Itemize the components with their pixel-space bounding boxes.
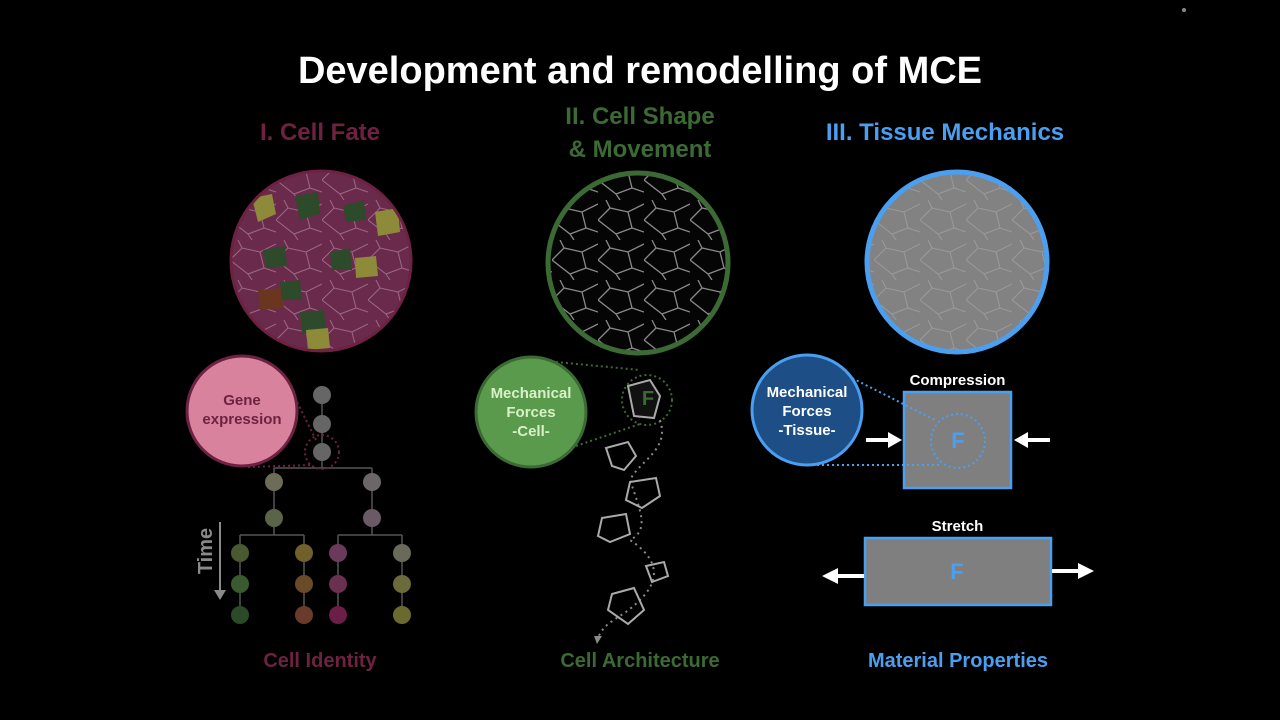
- cell-shape-outline: [626, 378, 662, 420]
- compression-label: Compression: [909, 372, 1006, 389]
- cell-shape-tissue-circle: [545, 170, 731, 356]
- heading-tissue-mechanics: III. Tissue Mechanics: [825, 119, 1065, 146]
- footer-cell-architecture: Cell Architecture: [560, 650, 720, 672]
- stretch-arrow-left: [822, 568, 864, 584]
- mf-tissue-line1: Mechanical: [766, 384, 848, 401]
- mf-cell-line3: -Cell-: [512, 423, 550, 440]
- cell-zoom-line-bottom: [575, 423, 641, 447]
- mechanical-forces-cell-bubble: [474, 355, 588, 469]
- compression-box: [902, 390, 1013, 490]
- mf-tissue-line3: -Tissue-: [778, 422, 836, 439]
- compression-arrow-left: [866, 432, 902, 448]
- footer-material-properties: Material Properties: [867, 650, 1049, 672]
- time-label: Time: [195, 527, 217, 575]
- heading-cell-shape-line2: & Movement: [568, 136, 712, 163]
- cell-highlight-ring: [621, 374, 673, 426]
- migration-arrow-head: [594, 636, 602, 644]
- cell-force-label: F: [641, 388, 655, 410]
- corner-dot: [1182, 8, 1186, 12]
- compression-force-label: F: [951, 428, 965, 453]
- stretch-arrow-right: [1052, 563, 1094, 579]
- mechanical-forces-tissue-label: Mechanical Forces -Tissue-: [752, 383, 862, 440]
- cell-fate-tissue-circle: [229, 169, 413, 353]
- slide-title: Development and remodelling of MCE: [297, 50, 983, 92]
- gene-expression-line2: expression: [202, 411, 282, 428]
- mf-tissue-line2: Forces: [782, 403, 832, 420]
- compression-focus-ring: [930, 413, 986, 469]
- compression-arrow-right: [1014, 432, 1050, 448]
- time-arrow-head: [214, 590, 226, 600]
- mf-cell-line1: Mechanical: [490, 385, 572, 402]
- lineage-nodes: [231, 386, 411, 624]
- tissue-mechanics-circle: [864, 169, 1050, 355]
- mechanical-forces-tissue-bubble: [750, 353, 864, 467]
- mechanical-forces-cell-label: Mechanical Forces -Cell-: [476, 384, 586, 441]
- gene-node-highlight: [304, 434, 340, 470]
- stretch-label: Stretch: [931, 518, 984, 535]
- heading-cell-shape: II. Cell Shape & Movement: [500, 100, 780, 166]
- stretch-force-label: F: [950, 559, 964, 584]
- cell-zoom-line-top: [555, 361, 641, 371]
- gene-expression-label: Gene expression: [187, 391, 297, 429]
- mf-cell-line2: Forces: [506, 404, 556, 421]
- gene-zoom-line-bottom: [247, 464, 313, 468]
- stretch-box: [863, 536, 1053, 607]
- footer-cell-identity: Cell Identity: [263, 650, 377, 672]
- heading-cell-shape-line1: II. Cell Shape: [565, 103, 715, 130]
- gene-expression-bubble: [185, 354, 299, 468]
- migrating-cells: [596, 440, 670, 626]
- heading-cell-fate: I. Cell Fate: [259, 119, 381, 146]
- gene-expression-line1: Gene: [223, 392, 261, 409]
